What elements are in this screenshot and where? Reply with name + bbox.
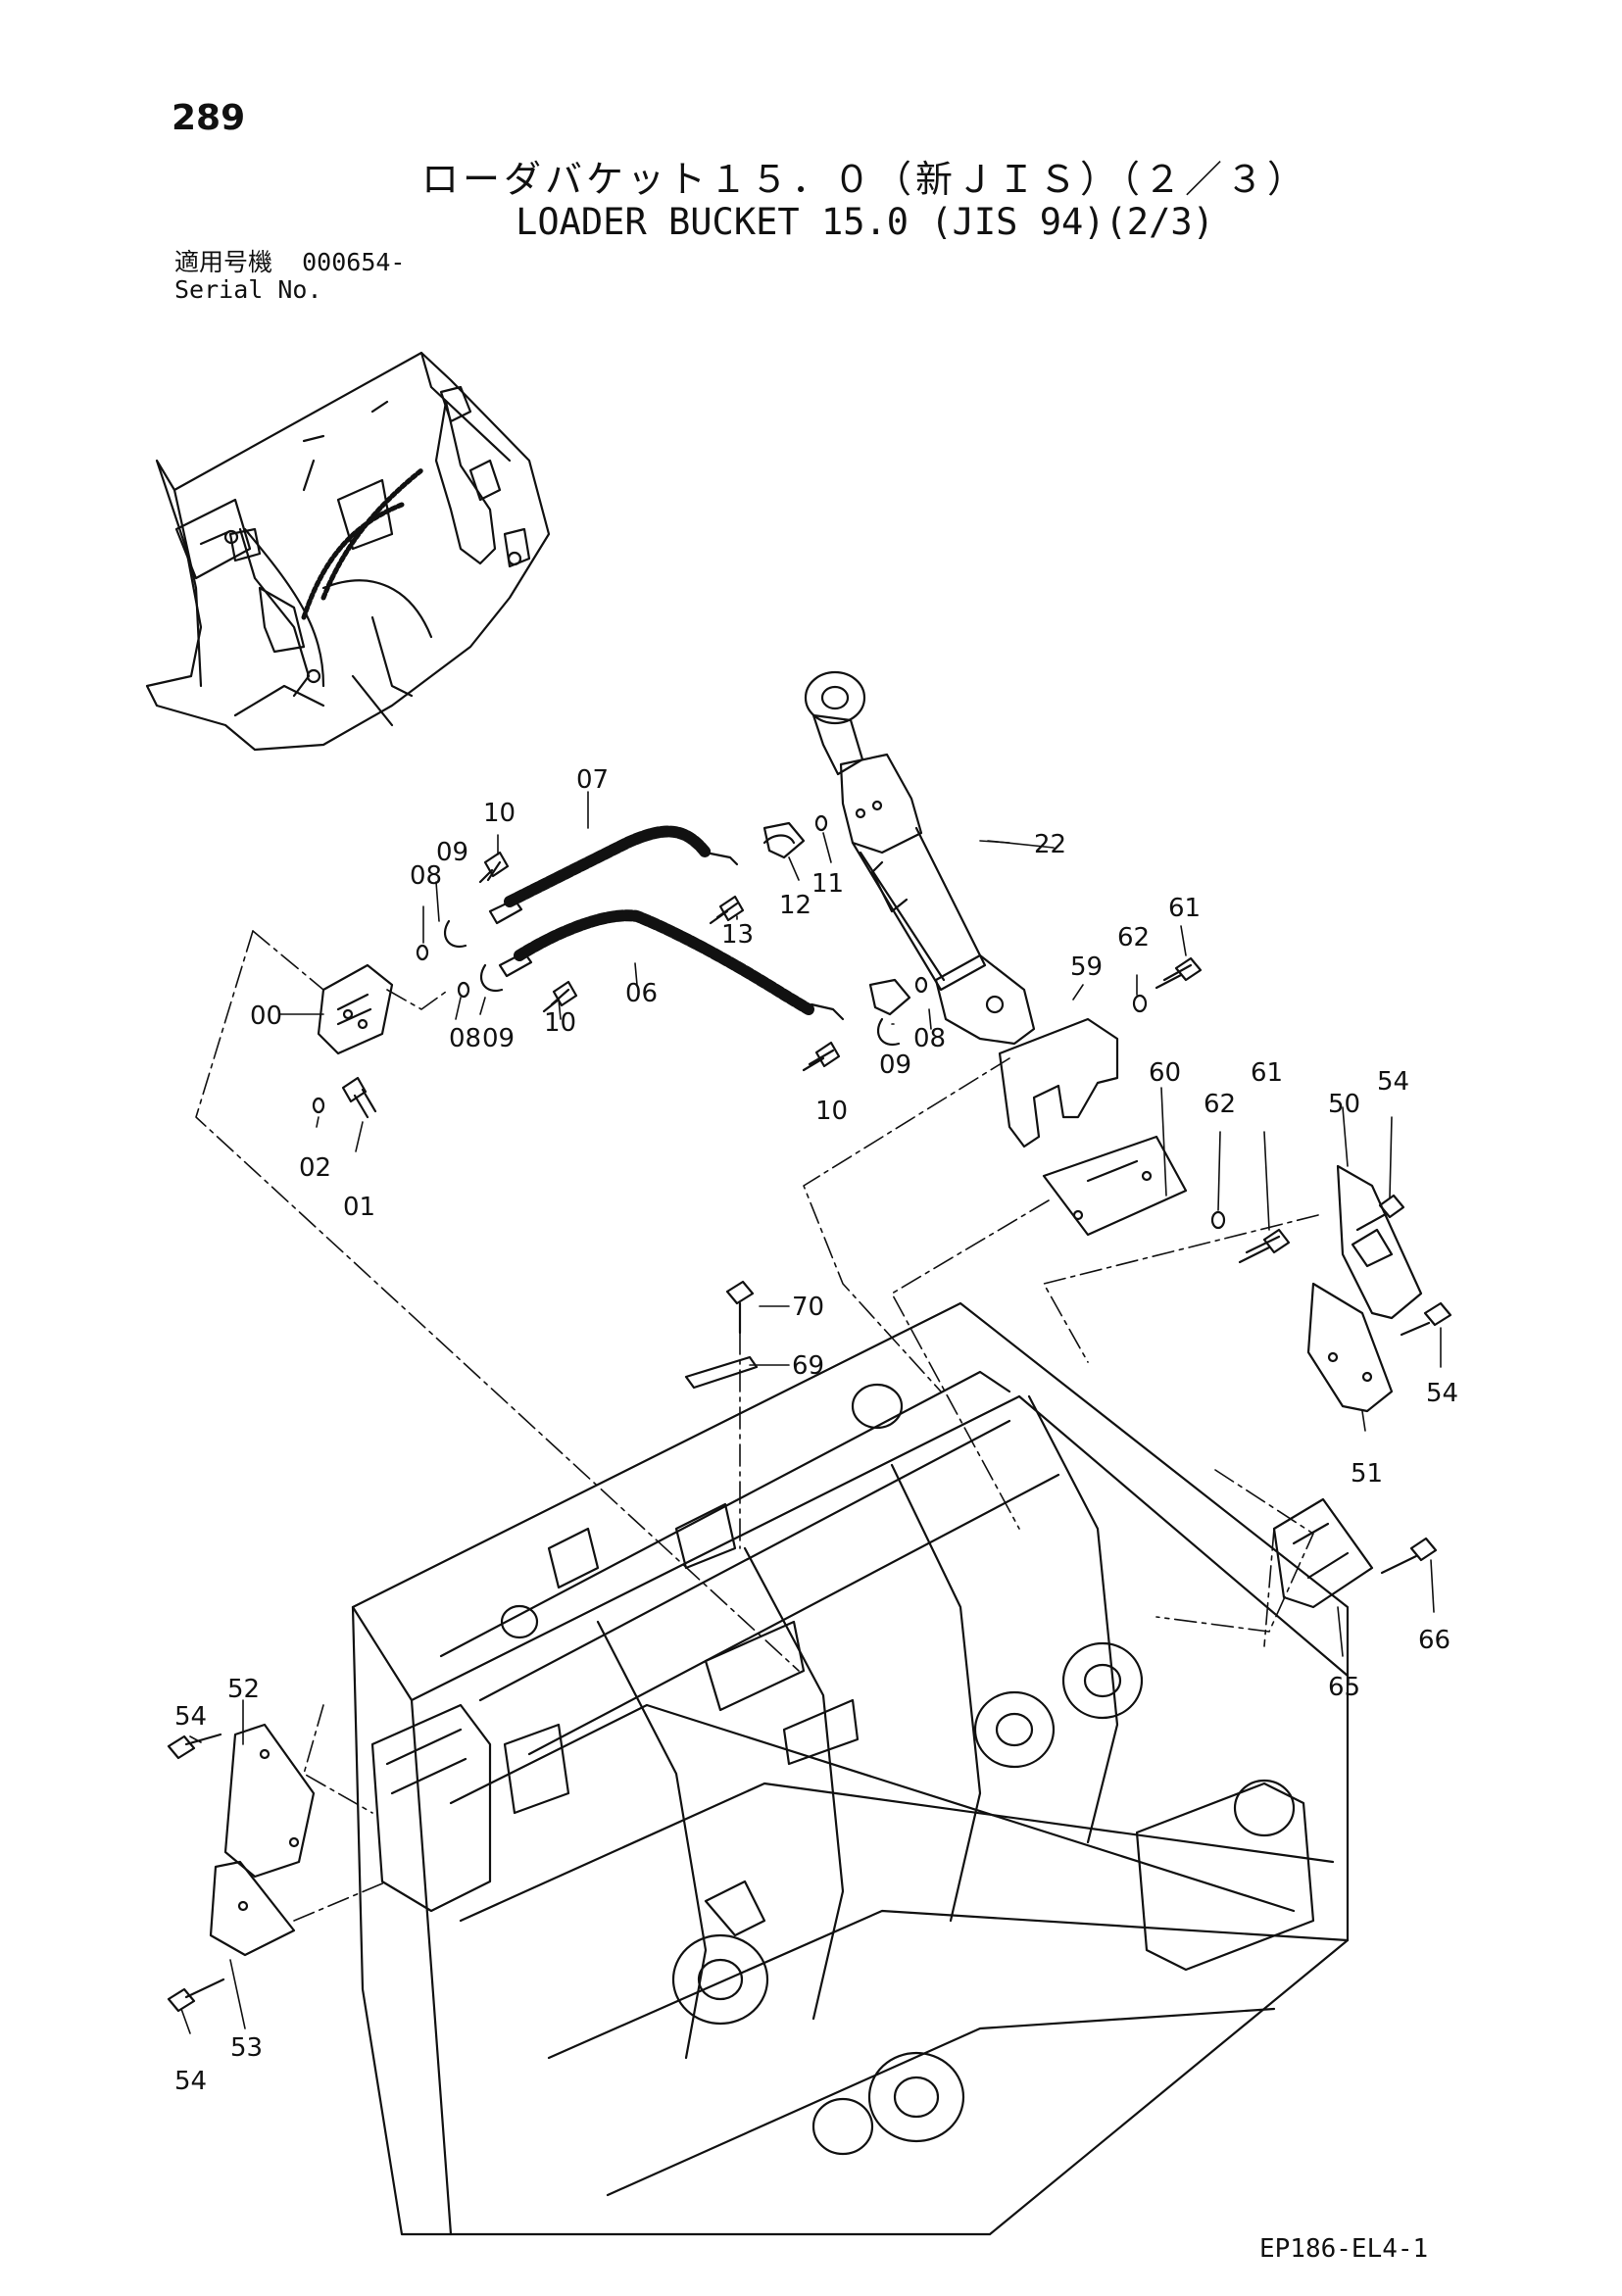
callout-65: 65 — [1328, 1673, 1360, 1702]
callout-08-top: 08 — [410, 861, 442, 891]
serial-block: 適用号機 000654- Serial No. — [174, 249, 405, 304]
serial-label-en: Serial No. — [174, 275, 322, 304]
brackets — [167, 1017, 1452, 2013]
hydraulic-cylinder — [804, 670, 1036, 1046]
callout-10-mid: 10 — [544, 1008, 576, 1038]
callout-12: 12 — [779, 891, 811, 920]
serial-value: 000654- — [302, 248, 406, 276]
callout-11: 11 — [811, 869, 844, 899]
callout-53: 53 — [230, 2033, 263, 2063]
callout-61-top: 61 — [1168, 894, 1201, 923]
title-japanese: ローダバケット１５．０（新ＪＩＳ）（２／３） — [420, 158, 1308, 201]
callout-labels: 07 10 09 08 11 12 13 22 06 00 08 09 10 1… — [174, 765, 1458, 2096]
callout-07: 07 — [576, 765, 609, 795]
drawing-id: EP186-EL4-1 — [1259, 2234, 1429, 2264]
callout-70: 70 — [792, 1293, 824, 1322]
callout-09-top: 09 — [436, 838, 468, 867]
callout-13: 13 — [721, 920, 754, 950]
callout-09-right: 09 — [879, 1050, 911, 1080]
callout-06: 06 — [625, 979, 658, 1008]
overview-inset — [145, 351, 551, 752]
title-english: LOADER BUCKET 15.0 (JIS 94)(2/3) — [516, 201, 1214, 243]
bucket-frame — [351, 1301, 1350, 2236]
callout-66: 66 — [1418, 1626, 1450, 1655]
callout-00: 00 — [250, 1001, 282, 1031]
callout-61-mid: 61 — [1251, 1058, 1283, 1088]
callout-62-mid: 62 — [1204, 1090, 1236, 1119]
assembly-lines — [195, 930, 1319, 1922]
callout-54-left-bottom: 54 — [174, 2067, 207, 2096]
callout-08-right: 08 — [913, 1024, 946, 1053]
callout-69: 69 — [792, 1351, 824, 1381]
callout-51: 51 — [1351, 1459, 1383, 1489]
callout-08-left: 08 — [449, 1024, 481, 1053]
page-number: 289 — [172, 98, 246, 138]
callout-50: 50 — [1328, 1090, 1360, 1119]
callout-59: 59 — [1070, 953, 1103, 982]
serial-label-jp: 適用号機 — [174, 248, 273, 276]
callout-10-top: 10 — [483, 799, 516, 828]
callout-54-right: 54 — [1426, 1379, 1458, 1408]
callout-10-low: 10 — [815, 1097, 848, 1126]
callout-01: 01 — [343, 1193, 375, 1222]
serial-row-jp: 適用号機 000654- — [174, 249, 405, 276]
callout-62-top: 62 — [1117, 923, 1150, 953]
callout-09-left: 09 — [482, 1024, 515, 1053]
callout-54-top: 54 — [1377, 1067, 1409, 1097]
leader-lines — [180, 791, 1442, 2034]
callout-52: 52 — [227, 1675, 260, 1704]
hardware — [312, 814, 1291, 1390]
hose-assembly — [488, 825, 845, 1021]
callout-02: 02 — [299, 1153, 331, 1183]
callout-60: 60 — [1149, 1058, 1181, 1088]
callout-22: 22 — [1034, 830, 1066, 859]
callout-54-left-top: 54 — [174, 1702, 207, 1732]
